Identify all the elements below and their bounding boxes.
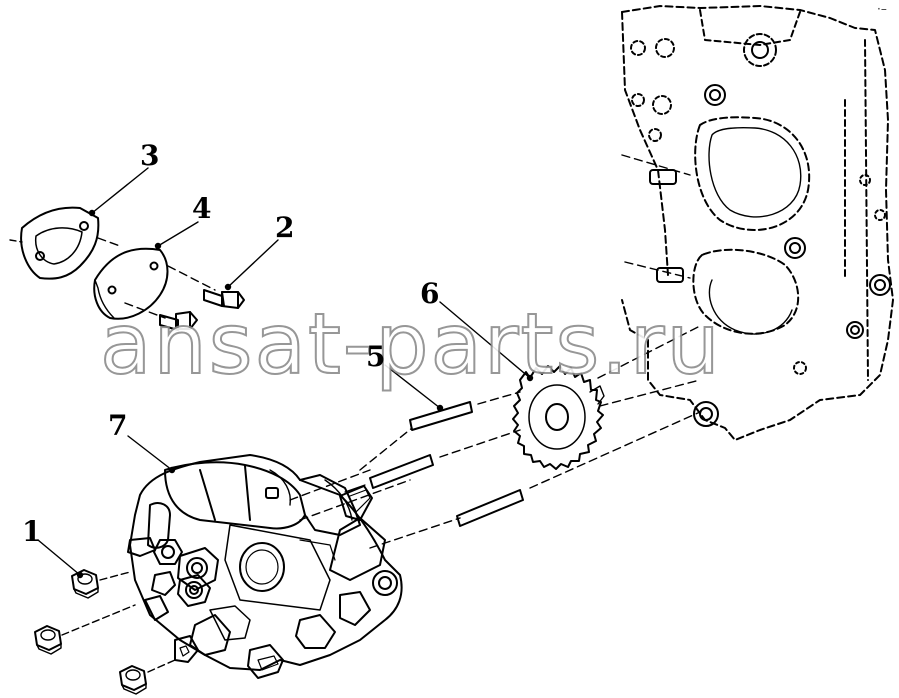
gear-housing: [621, 5, 894, 441]
cover-plate-part-4: [93, 237, 216, 320]
gasket-part-3: [9, 206, 100, 280]
fuel-pump-part-7: [127, 427, 461, 679]
leader-lines: [37, 167, 534, 579]
nut-part-1-b: [34, 604, 136, 655]
callout-7: 7: [108, 409, 128, 442]
nut-part-1-a: [71, 569, 131, 599]
callout-2: 2: [275, 211, 295, 244]
callout-3: 3: [140, 139, 160, 172]
gear-part-6: [512, 365, 605, 470]
bolt-part-2: [203, 289, 245, 309]
dowel-pins-part-5: [369, 325, 701, 527]
callout-4: 4: [192, 192, 212, 225]
callout-5: 5: [366, 340, 386, 373]
callout-1: 1: [22, 515, 42, 548]
bolt-lower: [159, 311, 198, 331]
corner-mark: ·–: [877, 2, 887, 16]
callout-6: 6: [420, 277, 440, 310]
nut-part-1-c: [119, 659, 176, 695]
